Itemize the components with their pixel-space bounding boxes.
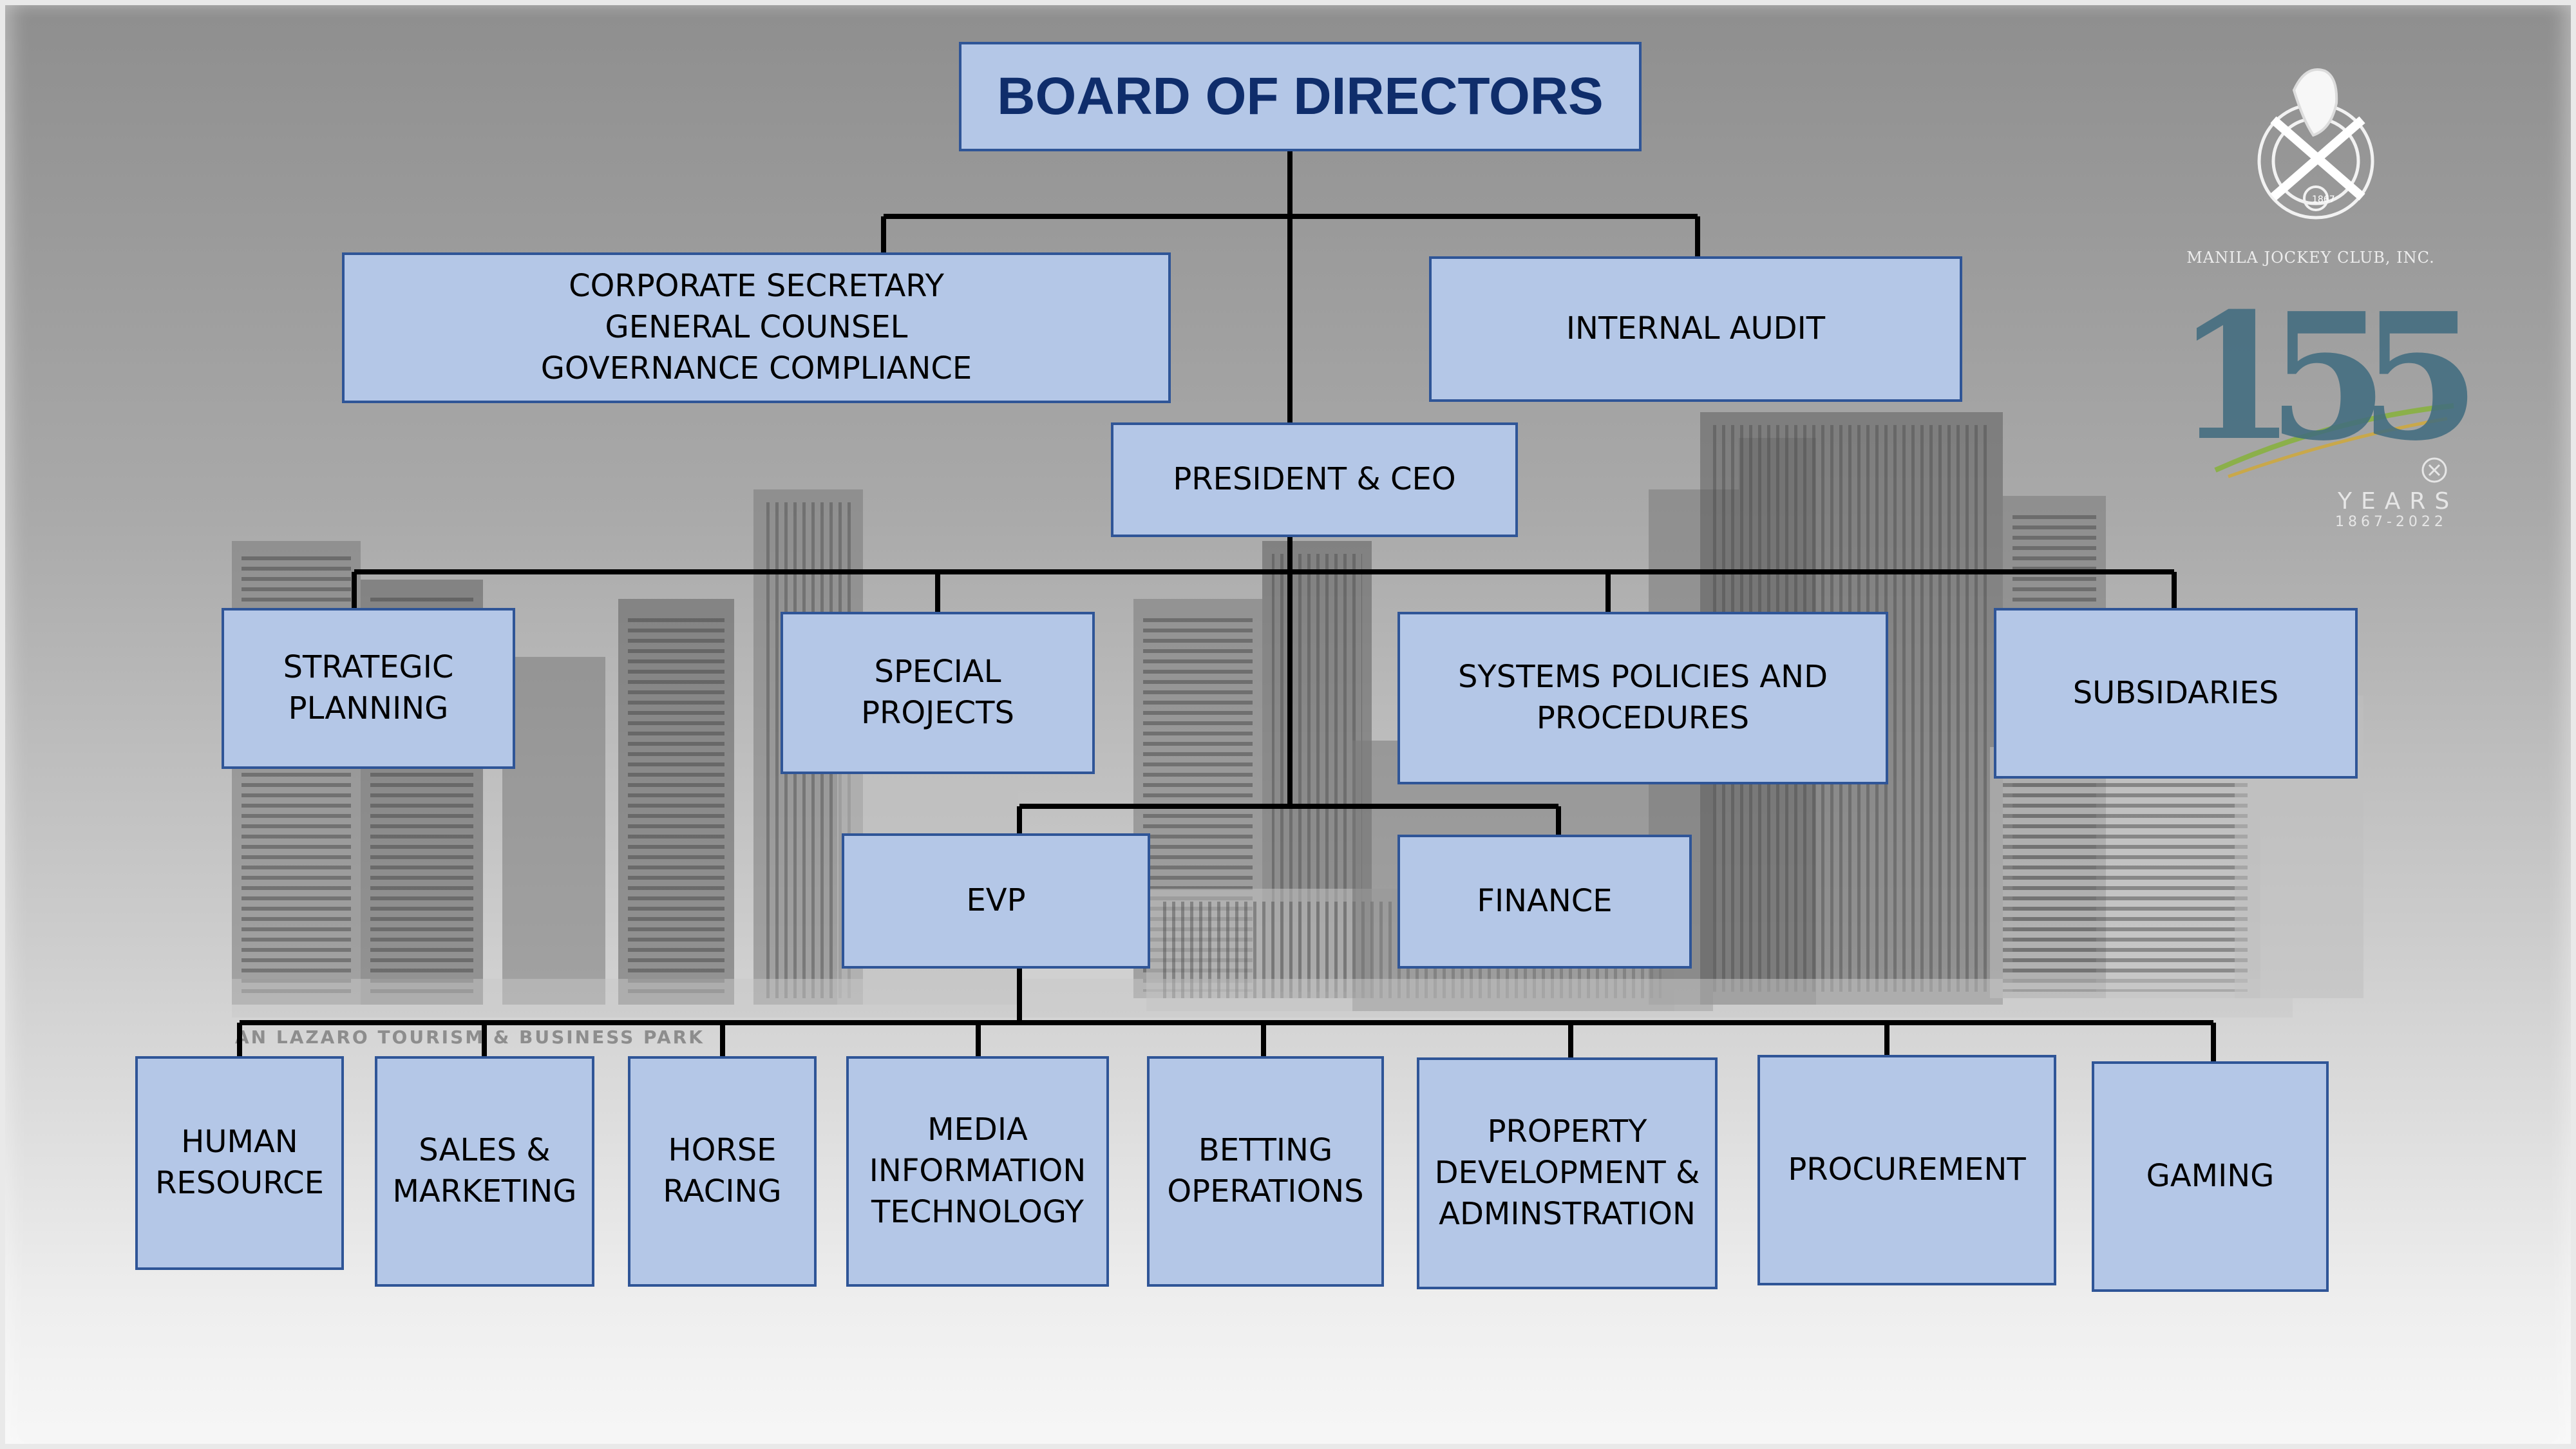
internal-audit-label: INTERNAL AUDIT bbox=[1566, 310, 1826, 347]
systems-policies-label: SYSTEMS POLICIES AND PROCEDURES bbox=[1457, 659, 1828, 736]
board-of-directors-label: BOARD OF DIRECTORS bbox=[997, 67, 1604, 126]
corporate-secretary-box: CORPORATE SECRETARY GENERAL COUNSEL GOVE… bbox=[342, 252, 1171, 403]
department-label: HUMAN RESOURCE bbox=[155, 1124, 324, 1201]
subsidiaries-label: SUBSIDARIES bbox=[2072, 674, 2279, 711]
strategic-planning-label: STRATEGIC PLANNING bbox=[283, 649, 454, 726]
anniversary-years-label: YEARS bbox=[2338, 488, 2459, 515]
corporate-secretary-label: CORPORATE SECRETARY GENERAL COUNSEL GOVE… bbox=[540, 268, 972, 386]
special-projects-label: SPECIAL PROJECTS bbox=[861, 654, 1014, 731]
department-box-media-it: MEDIA INFORMATION TECHNOLOGY bbox=[846, 1056, 1109, 1287]
park-caption: AN LAZARO TOURISM & BUSINESS PARK bbox=[235, 1027, 705, 1048]
ground-strip bbox=[232, 979, 2293, 1018]
mjc-mini-logo bbox=[2421, 457, 2447, 483]
department-box-property-development: PROPERTY DEVELOPMENT & ADMINSTRATION bbox=[1417, 1057, 1718, 1289]
anniversary-number: 155 bbox=[2175, 274, 2481, 479]
evp-label: EVP bbox=[966, 882, 1026, 919]
jockey-club-seal: 1867 bbox=[2257, 68, 2374, 220]
president-ceo-label: PRESIDENT & CEO bbox=[1173, 461, 1456, 498]
department-box-procurement: PROCUREMENT bbox=[1757, 1055, 2056, 1285]
special-projects-box: SPECIAL PROJECTS bbox=[781, 612, 1095, 774]
department-box-horse-racing: HORSE RACING bbox=[628, 1056, 817, 1287]
anniversary-ribbon bbox=[2214, 403, 2454, 478]
club-name-text: MANILA JOCKEY CLUB, INC. bbox=[2186, 249, 2435, 267]
department-label: SALES & MARKETING bbox=[392, 1132, 577, 1209]
finance-box: FINANCE bbox=[1397, 835, 1692, 969]
department-box-human-resource: HUMAN RESOURCE bbox=[135, 1056, 344, 1270]
department-label: PROPERTY DEVELOPMENT & ADMINSTRATION bbox=[1434, 1113, 1700, 1232]
president-ceo-box: PRESIDENT & CEO bbox=[1111, 422, 1518, 537]
strategic-planning-box: STRATEGIC PLANNING bbox=[222, 608, 515, 769]
evp-box: EVP bbox=[842, 833, 1150, 969]
finance-label: FINANCE bbox=[1477, 883, 1613, 920]
department-label: PROCUREMENT bbox=[1788, 1151, 2026, 1188]
department-label: HORSE RACING bbox=[663, 1132, 782, 1209]
department-box-betting-operations: BETTING OPERATIONS bbox=[1147, 1056, 1384, 1287]
anniversary-year-range: 1867-2022 bbox=[2335, 514, 2447, 530]
department-label: GAMING bbox=[2146, 1158, 2275, 1195]
department-box-gaming: GAMING bbox=[2092, 1061, 2329, 1292]
subsidiaries-box: SUBSIDARIES bbox=[1994, 608, 2358, 779]
svg-text:1867: 1867 bbox=[2312, 194, 2335, 205]
board-of-directors-box: BOARD OF DIRECTORS bbox=[959, 42, 1642, 151]
internal-audit-box: INTERNAL AUDIT bbox=[1429, 256, 1962, 402]
department-box-sales-marketing: SALES & MARKETING bbox=[375, 1056, 594, 1287]
manila-jockey-club-logo: 1867 bbox=[2214, 68, 2454, 483]
department-label: MEDIA INFORMATION TECHNOLOGY bbox=[869, 1112, 1086, 1230]
systems-policies-box: SYSTEMS POLICIES AND PROCEDURES bbox=[1397, 612, 1888, 784]
department-label: BETTING OPERATIONS bbox=[1167, 1132, 1364, 1209]
